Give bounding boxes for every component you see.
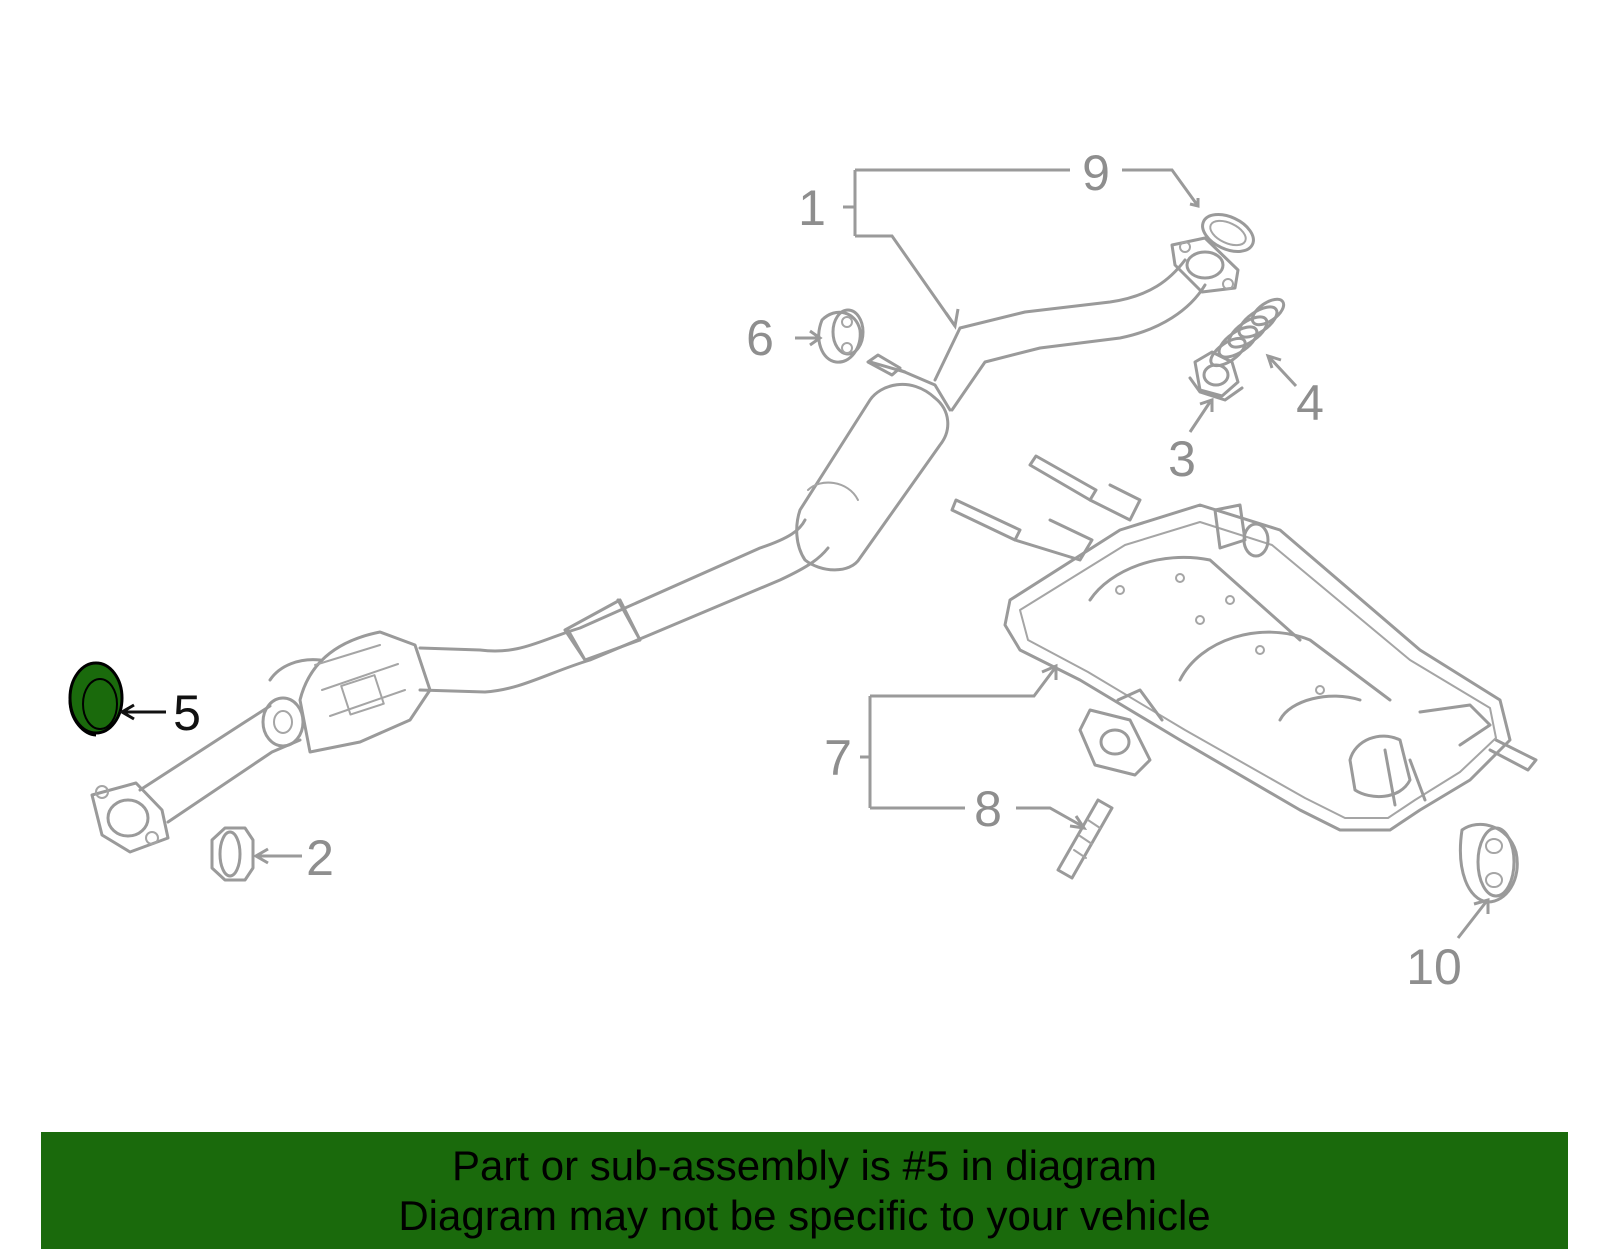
gasket-ring-part-9: [1201, 213, 1255, 253]
gasket-part-5: [68, 661, 124, 737]
exhaust-pipe-assembly: [90, 236, 1240, 854]
callout-6: 6: [746, 310, 774, 366]
callout-1: 1: [798, 180, 826, 236]
info-banner: Part or sub-assembly is #5 in diagram Di…: [41, 1132, 1568, 1249]
banner-line-disclaimer: Diagram may not be specific to your vehi…: [398, 1191, 1211, 1239]
callout-8: 8: [974, 781, 1002, 837]
stud-part-8: [1056, 798, 1114, 880]
callout-2: 2: [306, 830, 334, 886]
hanger-insulator-part-10: [1458, 822, 1519, 904]
callout-4: 4: [1296, 375, 1324, 431]
callout-10: 10: [1406, 939, 1462, 995]
muffler-assembly: [950, 454, 1538, 832]
callout-7: 7: [824, 730, 852, 786]
banner-line-part-number: Part or sub-assembly is #5 in diagram: [452, 1141, 1157, 1189]
leader-lines: [119, 168, 1490, 939]
callout-9: 9: [1082, 145, 1110, 201]
spring-part-4: [1209, 297, 1286, 368]
callout-3: 3: [1168, 431, 1196, 487]
nut-part-2: [210, 826, 255, 882]
callout-5: 5: [173, 685, 201, 741]
hanger-insulator-part-6: [817, 308, 865, 364]
